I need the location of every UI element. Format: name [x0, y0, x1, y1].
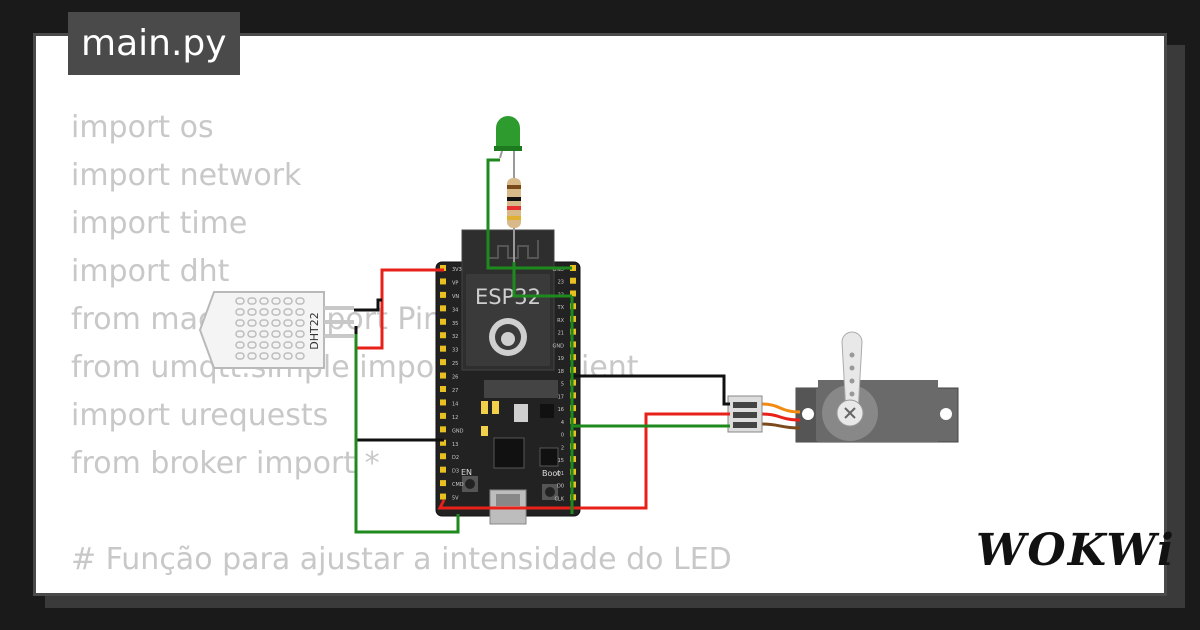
pin-label: 34 — [452, 307, 458, 313]
pin-label: 32 — [452, 334, 458, 340]
header-pin[interactable] — [440, 332, 446, 339]
header-pin[interactable] — [440, 480, 446, 487]
pin-label: 17 — [558, 394, 564, 400]
pin-label: 23 — [558, 280, 564, 286]
dht22-sensor[interactable]: DHT22 — [198, 291, 354, 369]
pin-label: 5 — [561, 382, 564, 388]
pin-label: 19 — [558, 356, 564, 362]
card-shadow-bottom — [45, 596, 1185, 608]
dht22-label: DHT22 — [308, 312, 321, 349]
pin-label: 18 — [558, 369, 564, 375]
servo-motor[interactable] — [727, 331, 959, 443]
code-line[interactable]: import os — [71, 110, 214, 145]
pin-label: 3V3 — [452, 267, 462, 273]
pin-label: 4 — [561, 420, 564, 426]
header-pin[interactable] — [440, 493, 446, 500]
header-pin[interactable] — [440, 426, 446, 433]
pin-label: 15 — [558, 458, 564, 464]
green-led[interactable] — [494, 116, 522, 160]
wires — [354, 158, 730, 534]
header-pin[interactable] — [570, 290, 576, 297]
pin-label: 13 — [452, 442, 458, 448]
pin-label: CLK — [554, 496, 564, 502]
pin-label: GND — [553, 267, 565, 273]
pin-label: 27 — [452, 388, 458, 394]
pin-label: D1 — [557, 471, 564, 477]
pin-label: D3 — [452, 469, 459, 475]
pin-label: 12 — [452, 415, 458, 421]
header-pin[interactable] — [440, 318, 446, 325]
header-pin[interactable] — [440, 453, 446, 460]
pin-label: 25 — [452, 361, 458, 367]
pin-label: 26 — [452, 375, 458, 381]
card-shadow — [1167, 45, 1185, 605]
code-line[interactable]: import dht — [71, 254, 230, 289]
pin-label: 5V — [452, 496, 459, 502]
code-line[interactable]: from broker import * — [71, 446, 380, 481]
pin-label: 21 — [558, 331, 564, 337]
boot-button-label: Boot — [542, 469, 560, 478]
header-pin[interactable] — [440, 291, 446, 298]
pin-label: 35 — [452, 321, 458, 327]
pin-label: TX — [557, 305, 565, 311]
code-line[interactable]: import network — [71, 158, 302, 193]
pin-label: 0 — [561, 433, 564, 439]
code-line[interactable]: import urequests — [71, 398, 329, 433]
header-pin[interactable] — [440, 345, 446, 352]
pin-label: GND — [452, 428, 464, 434]
code-line[interactable]: def ajustar_brilho_led(distancia): — [71, 584, 732, 593]
wokwi-logo: WOKWi — [976, 525, 1176, 576]
pin-label: D2 — [452, 455, 459, 461]
pin-label: 14 — [452, 401, 458, 407]
pin-label: 33 — [452, 348, 458, 354]
header-pin[interactable] — [440, 305, 446, 312]
code-line[interactable]: import time — [71, 206, 248, 241]
pin-label: GND — [553, 343, 565, 349]
header-pin[interactable] — [570, 277, 576, 284]
pin-label: D0 — [557, 484, 564, 490]
header-pin[interactable] — [440, 412, 446, 419]
header-pin[interactable] — [440, 386, 446, 392]
header-pin[interactable] — [440, 439, 446, 446]
header-pin[interactable] — [570, 265, 576, 271]
header-pin[interactable] — [440, 399, 446, 406]
header-pin[interactable] — [440, 278, 446, 285]
pin-label: RX — [557, 318, 564, 324]
en-button-label: EN — [461, 468, 472, 477]
code-line[interactable]: # Função para ajustar a intensidade do L… — [71, 542, 732, 577]
file-tab[interactable]: main.py — [68, 12, 240, 75]
header-pin[interactable] — [440, 265, 446, 271]
pin-label: 2 — [561, 445, 564, 451]
header-pin[interactable] — [440, 466, 446, 473]
pin-label: VN — [452, 294, 459, 300]
pin-label: 16 — [558, 407, 564, 413]
pin-label: VP — [452, 280, 458, 286]
header-pin[interactable] — [440, 372, 446, 379]
pin-label: CMD — [452, 482, 464, 488]
esp32-board[interactable]: ESP32 EN Boot 3V3VPVN343532332526271412G… — [435, 229, 581, 525]
header-pin[interactable] — [440, 359, 446, 366]
